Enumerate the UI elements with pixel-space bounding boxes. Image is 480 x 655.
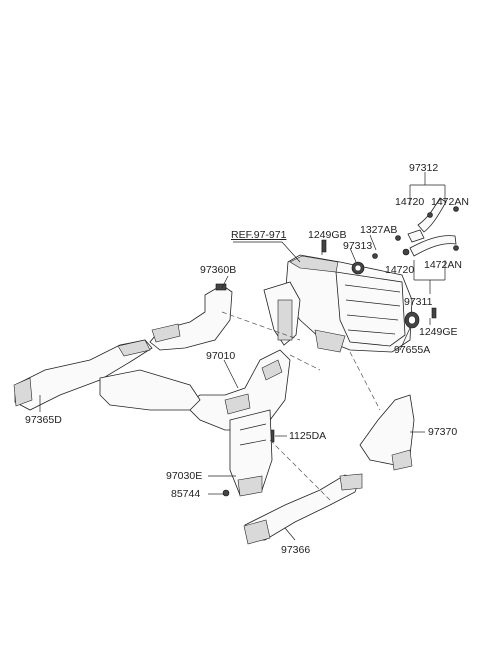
label-ref-97-971: REF.97-971	[231, 229, 287, 241]
leader-lines	[39, 172, 446, 541]
label-97655A: 97655A	[394, 344, 431, 356]
label-1327AB: 1327AB	[360, 224, 398, 236]
label-1249GE: 1249GE	[419, 326, 458, 338]
label-97365D: 97365D	[25, 414, 62, 426]
label-97311: 97311	[404, 296, 433, 308]
label-1125DA: 1125DA	[289, 430, 327, 442]
label-97030E: 97030E	[166, 470, 203, 482]
duct-97365D	[13, 339, 201, 411]
label-14720-top: 14720	[395, 196, 425, 208]
hvac-unit	[263, 254, 413, 353]
screw-1249GB	[321, 239, 327, 253]
label-97312: 97312	[409, 162, 439, 174]
duct-97030E	[229, 409, 273, 497]
fastener-85744	[222, 489, 230, 497]
duct-97366	[243, 473, 363, 545]
clamps	[372, 206, 459, 259]
grommet-97313	[351, 261, 365, 275]
label-1249GB: 1249GB	[308, 229, 347, 241]
duct-97010	[184, 349, 291, 431]
grommet-97655A	[404, 311, 420, 329]
label-1472AN-top: 1472AN	[431, 196, 469, 208]
duct-97370	[359, 394, 415, 471]
label-97360B: 97360B	[200, 264, 237, 276]
hose-97311	[402, 235, 457, 257]
screw-1249GE	[431, 307, 437, 319]
assembly-lines	[221, 311, 381, 501]
label-85744: 85744	[171, 488, 201, 500]
label-1472AN-bot: 1472AN	[424, 259, 462, 271]
label-14720-bot: 14720	[385, 264, 415, 276]
label-97370: 97370	[428, 426, 458, 438]
label-97366: 97366	[281, 544, 311, 556]
label-97313: 97313	[343, 240, 373, 252]
duct-97360B	[149, 283, 233, 351]
label-97010: 97010	[206, 350, 236, 362]
